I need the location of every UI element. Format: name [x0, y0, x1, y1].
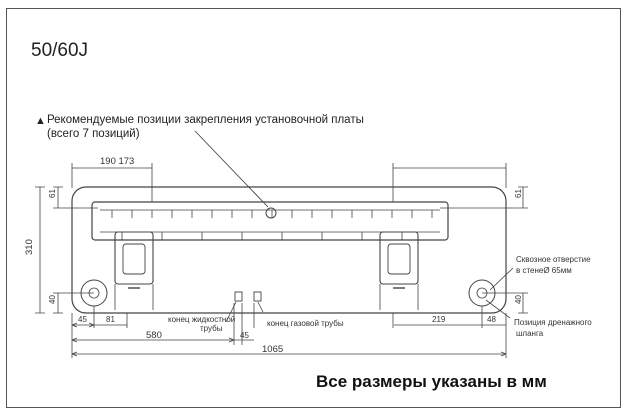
liquid-pipe-end	[234, 291, 243, 302]
dim-height: 310	[24, 239, 35, 255]
plate-inner	[100, 209, 440, 233]
units-footer: Все размеры указаны в мм	[316, 372, 547, 391]
note-line-2: (всего 7 позиций)	[47, 128, 140, 140]
dim-40-right: 40	[514, 295, 523, 304]
dim-48: 48	[487, 315, 496, 324]
plate-center-hole	[265, 207, 277, 219]
dim-61-right: 61	[514, 189, 523, 198]
label-hole-1: Сквозное отверстие	[516, 255, 591, 264]
label-hole-2: в стенеØ 65мм	[516, 266, 572, 275]
dim-45-mid: 45	[240, 331, 249, 340]
mounting-plate	[91, 201, 449, 241]
left-bracket	[114, 231, 154, 285]
label-gas: конец газовой трубы	[267, 319, 344, 328]
note-leader	[194, 130, 269, 208]
arrow-up-icon: ▲	[35, 115, 46, 127]
dim-580: 580	[146, 330, 162, 341]
dim-81: 81	[106, 315, 115, 324]
label-drain-1: Позиция дренажного	[514, 318, 592, 327]
label-liquid-2: трубы	[200, 324, 223, 333]
plate-notches	[111, 210, 433, 240]
dim-40-left: 40	[48, 295, 57, 304]
label-drain-2: шланга	[516, 329, 544, 338]
model-title: 50/60J	[31, 40, 89, 61]
note-line-1: Рекомендуемые позиции закрепления устано…	[47, 114, 364, 126]
dim-61-left: 61	[48, 189, 57, 198]
label-liquid-1: конец жидкостной	[168, 315, 235, 324]
gas-pipe-end	[253, 291, 262, 302]
dim-45-left: 45	[78, 315, 87, 324]
right-bracket	[379, 231, 419, 285]
dim-top-left: 190 173	[100, 156, 134, 167]
mounting-note: Рекомендуемые позиции закрепления устано…	[47, 113, 364, 141]
unit-outline	[71, 186, 507, 314]
dim-1065: 1065	[262, 344, 283, 355]
dim-219: 219	[432, 315, 446, 324]
